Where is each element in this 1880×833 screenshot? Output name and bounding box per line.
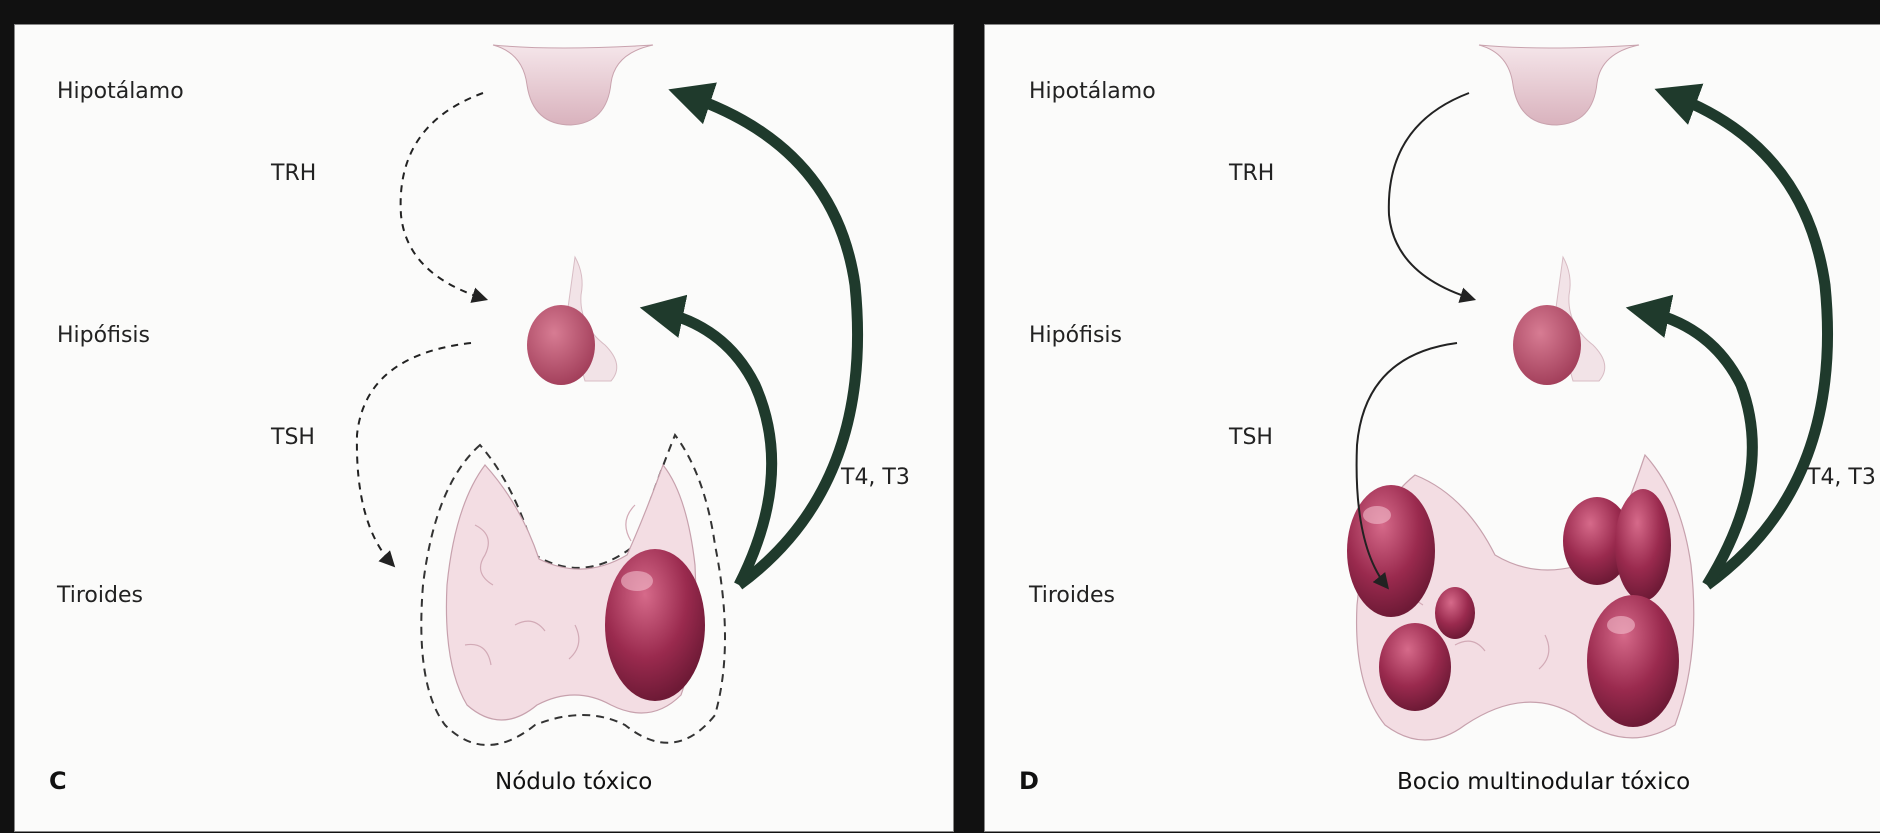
toxic-nodule <box>605 549 705 701</box>
label-thyroid: Tiroides <box>57 583 143 608</box>
label-tsh: TSH <box>1229 425 1273 450</box>
panel-caption: Bocio multinodular tóxico <box>1397 769 1690 795</box>
feedback-arrow-hypothalamus <box>1671 95 1828 585</box>
diagram-c-art <box>15 25 955 833</box>
hypothalamus-shape <box>1479 45 1639 125</box>
label-pituitary: Hipófisis <box>1029 323 1122 348</box>
diagram-d-art <box>985 25 1880 833</box>
label-thyroid: Tiroides <box>1029 583 1115 608</box>
label-hypothalamus: Hipotálamo <box>1029 79 1156 104</box>
pituitary-shape <box>1513 305 1581 385</box>
label-trh: TRH <box>271 161 316 186</box>
nodule <box>1615 489 1671 601</box>
panel-letter: C <box>49 767 67 795</box>
nodule <box>1435 587 1475 639</box>
label-hypothalamus: Hipotálamo <box>57 79 184 104</box>
hypothalamus-shape <box>493 45 653 125</box>
label-t4-t3: T4, T3 <box>841 465 910 490</box>
panel-c: Hipotálamo Hipófisis Tiroides TRH TSH T4… <box>14 24 954 832</box>
label-tsh: TSH <box>271 425 315 450</box>
panel-letter: D <box>1019 767 1039 795</box>
pituitary-shape <box>527 305 595 385</box>
nodule <box>1347 485 1435 617</box>
label-trh: TRH <box>1229 161 1274 186</box>
panel-caption: Nódulo tóxico <box>495 769 652 795</box>
nodule <box>1587 595 1679 727</box>
label-pituitary: Hipófisis <box>57 323 150 348</box>
label-t4-t3: T4, T3 <box>1807 465 1876 490</box>
panel-d: Hipotálamo Hipófisis Tiroides TRH TSH T4… <box>984 24 1880 832</box>
trh-arrow <box>401 93 485 299</box>
nodule <box>1379 623 1451 711</box>
trh-arrow <box>1389 93 1473 299</box>
tsh-arrow <box>357 343 471 565</box>
